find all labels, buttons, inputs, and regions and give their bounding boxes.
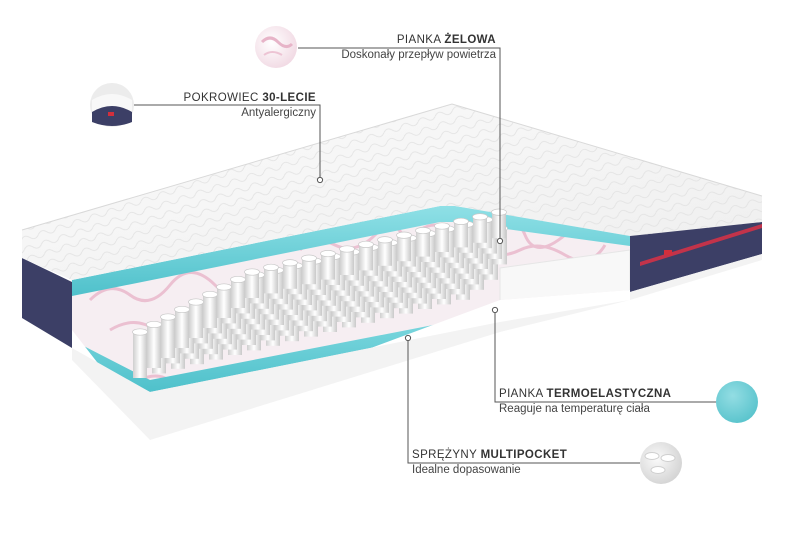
spring-pocket-top <box>434 222 450 230</box>
spring-pocket <box>133 332 147 378</box>
spring-pocket <box>283 262 297 289</box>
cover-subtitle: Antyalergiczny <box>241 107 316 119</box>
springs-title-bold: MULTIPOCKET <box>480 449 568 461</box>
springs-annotation: SPRĘŻYNY MULTIPOCKET Idealne dopasowanie <box>412 448 567 478</box>
mattress-top-cover <box>21 103 763 280</box>
gel-foam-annotation: PIANKA ŻELOWA Doskonały przepływ powietr… <box>296 33 496 63</box>
gel-foam-subtitle: Doskonały przepływ powietrza <box>341 49 496 61</box>
cover-swatch-icon <box>90 83 134 127</box>
spring-pocket <box>245 272 259 298</box>
spring-pocket <box>435 226 449 252</box>
spring-pocket <box>359 244 373 271</box>
spring-pocket-top <box>230 275 246 284</box>
spring-pocket <box>189 302 203 338</box>
mattress-bottom-edge <box>72 254 762 440</box>
spring-pocket-top <box>339 245 355 253</box>
spring-pocket <box>217 287 231 318</box>
spring-pocket-top <box>358 240 374 248</box>
spring-pocket-top <box>377 236 393 244</box>
spring-pocket <box>378 239 392 266</box>
spring-pocket <box>397 235 411 262</box>
gel-foam-title-bold: ŻELOWA <box>444 34 496 46</box>
springs-subtitle: Idealne dopasowanie <box>412 464 521 476</box>
spring-pocket <box>302 258 316 285</box>
cover-title-light: POKROWIEC <box>183 92 263 104</box>
springs-title-light: SPRĘŻYNY <box>412 449 481 461</box>
spring-pocket <box>340 249 354 275</box>
spring-pocket-top <box>132 328 148 336</box>
spring-pocket-top <box>396 231 412 239</box>
cover-title-bold: 30-LECIE <box>262 92 316 104</box>
springs-swatch-icon <box>640 442 682 484</box>
spring-pocket <box>175 309 189 348</box>
spring-pocket <box>161 317 175 358</box>
spring-pocket-top <box>244 268 260 276</box>
spring-pocket <box>454 221 468 248</box>
spring-pocket-top <box>188 298 204 306</box>
spring-pocket-top <box>263 263 279 271</box>
spring-pocket-top <box>472 213 488 221</box>
thermo-foam-title-bold: TERMOELASTYCZNA <box>546 388 672 400</box>
spring-pocket-top <box>320 250 336 258</box>
cover-annotation: POKROWIEC 30-LECIE Antyalergiczny <box>136 91 316 121</box>
thermo-foam-annotation: PIANKA TERMOELASTYCZNA Reaguje na temper… <box>499 387 671 417</box>
leader-dots <box>316 176 504 342</box>
spring-pocket <box>264 267 278 294</box>
spring-pocket <box>321 253 335 280</box>
thermo-foam-swatch-icon <box>716 381 758 423</box>
brand-tag-icon <box>664 250 672 255</box>
spring-pocket-top <box>146 320 162 329</box>
spring-pocket-top <box>453 217 469 225</box>
thermo-foam-subtitle: Reaguje na temperaturę ciała <box>499 403 650 415</box>
spring-pocket-top <box>174 305 190 314</box>
spring-pocket <box>203 294 217 328</box>
mattress-side-band <box>22 222 762 348</box>
spring-pocket-top <box>301 254 317 262</box>
spring-pocket <box>416 230 430 257</box>
pocket-springs-block <box>132 208 508 378</box>
spring-pocket <box>147 324 161 368</box>
spring-pocket-top <box>202 290 218 299</box>
gel-foam-title-light: PIANKA <box>396 34 445 46</box>
spring-pocket-top <box>216 283 232 291</box>
spring-pocket-top <box>282 259 298 267</box>
spring-pocket-top <box>415 227 431 235</box>
spring-pocket-top <box>491 208 507 216</box>
spring-pocket-top <box>160 313 176 321</box>
spring-pocket <box>492 212 506 239</box>
thermo-foam-title-light: PIANKA <box>499 388 547 400</box>
spring-pocket <box>231 279 245 308</box>
spring-pocket <box>473 216 487 243</box>
gel-foam-swatch-icon <box>255 26 297 68</box>
leader-lines <box>134 47 718 464</box>
